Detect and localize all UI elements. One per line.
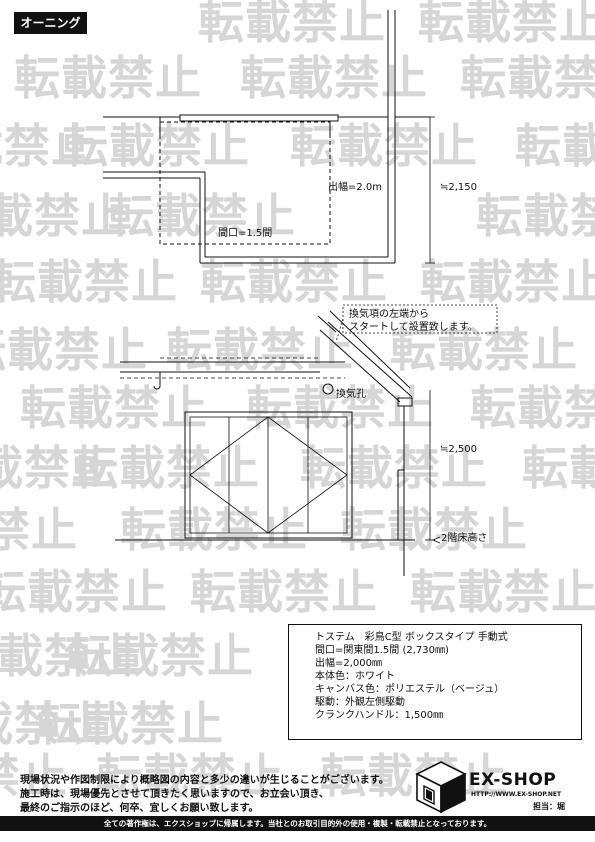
copyright-footer: 全ての著作権は、エクスショップに帰属します。当社とのお取引目的外の使用・複製・転… [0,816,595,831]
ex-shop-logo: EX-SHOP HTTP://WWW.EX-SHOP.NET 担当：堀 [415,760,585,816]
brand-name: EX-SHOP [469,770,557,790]
plan-height-label: ≒2,150 [440,182,477,193]
elevation-height-label: ≒2,500 [440,444,477,455]
opening-width-label: 間口=1.5間 [218,227,272,239]
notice-line-2: 施工時は、現場優先とさせて頂きたく思いますので、お立会い頂き、 [20,789,329,800]
spec-crank-line: クランクハンドル：1,500㎜ [315,710,444,721]
spec-canvas-color-line: キャンバス色：ポリエステル（ベージュ） [315,684,505,695]
plan-view [103,10,435,264]
spec-body-color-line: 本体色：ホワイト [315,671,395,682]
note-line-2: スタートして設置致します。 [349,320,478,333]
product-category-tag: オーニング [14,12,87,34]
spec-opening-line: 間口=関東間1.5間 (2,730㎜) [315,645,449,656]
site-notice: 現場状況や作図制限により概略図の内容と多少の違いが生じることがございます。 施工… [20,774,389,816]
spec-drive-line: 駆動：外観左側駆動 [315,697,405,708]
spec-box: トステム 彩鳥C型 ボックスタイプ 手動式 間口=関東間1.5間 (2,730㎜… [288,624,582,740]
notice-line-3: 最終のご指示のほど、何卒、宜しくお願い致します。 [20,803,259,814]
notice-line-1: 現場状況や作図制限により概略図の内容と多少の違いが生じることがございます。 [20,775,389,786]
vent-label: 換気孔 [336,387,366,400]
staff-label: 担当：堀 [533,802,565,811]
spec-product-line: トステム 彩鳥C型 ボックスタイプ 手動式 [315,632,508,643]
floor-arrow-icon [431,536,441,544]
elevation-view [115,304,498,576]
spec-projection-line: 出幅=2,000㎜ [315,658,383,669]
note-line-1: 換気項の左端から [349,307,429,320]
projection-width-label: 出幅=2.0m [328,180,382,193]
brand-url: HTTP://WWW.EX-SHOP.NET [471,791,562,798]
floor-height-label: 2階床高さ [441,531,487,544]
cube-logo-icon [415,761,467,814]
